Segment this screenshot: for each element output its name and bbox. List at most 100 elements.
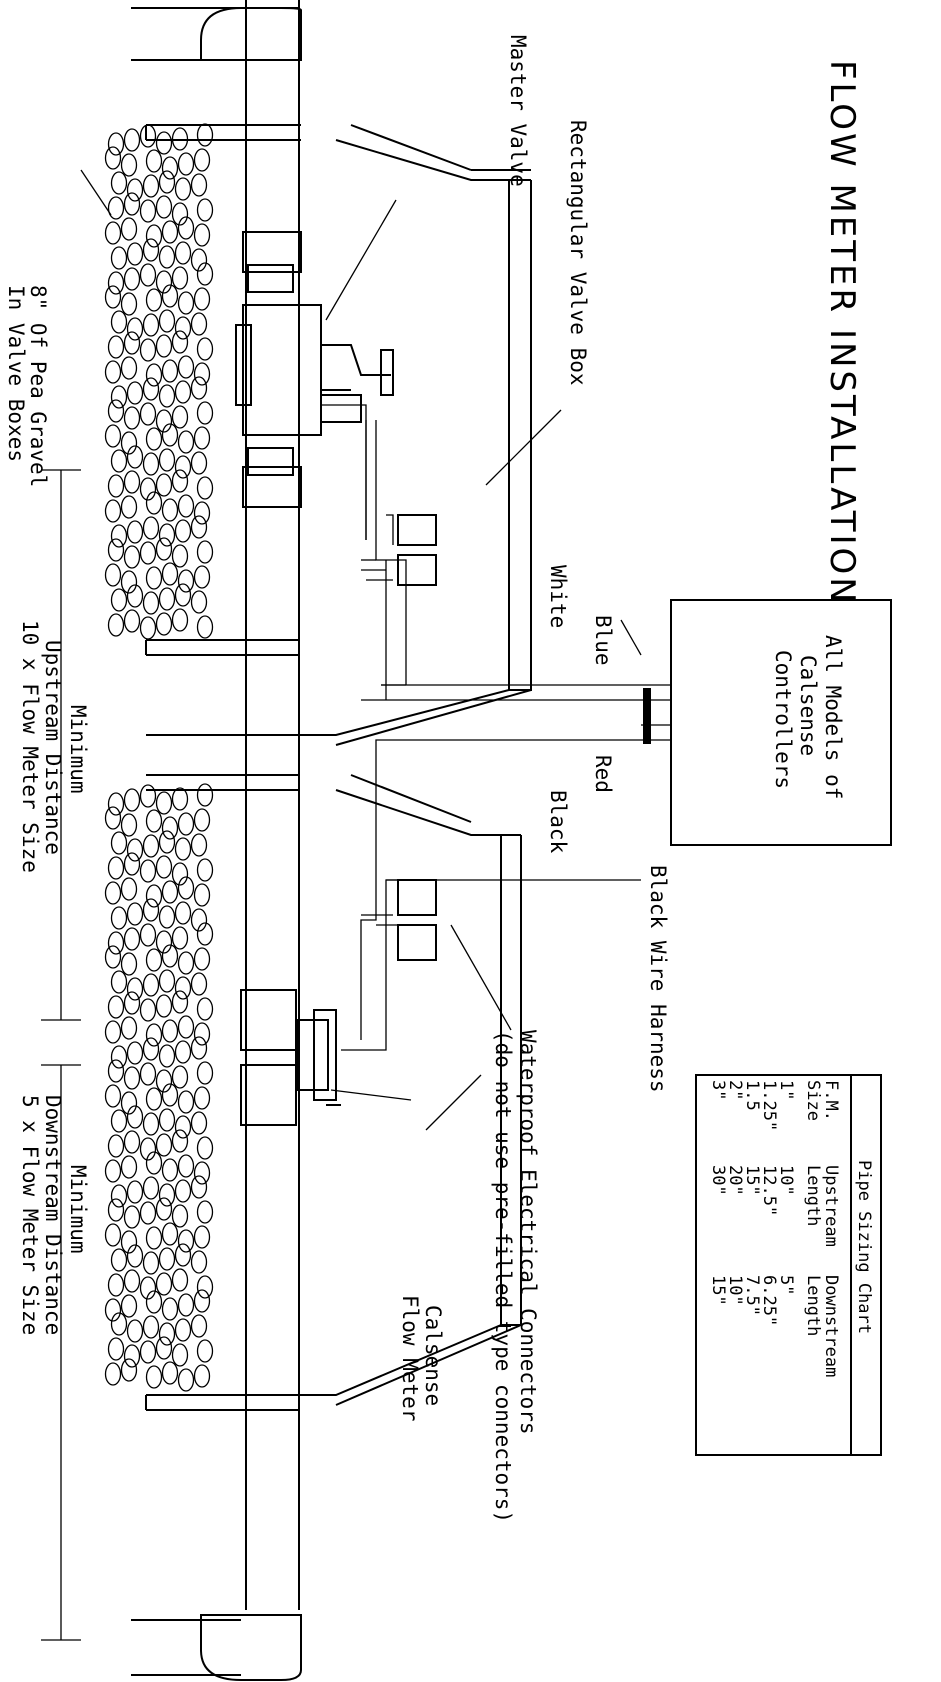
gravel-stone: [142, 834, 160, 858]
gravel-stone: [104, 285, 122, 309]
gravel-stone: [110, 524, 128, 548]
wires: [321, 404, 671, 1051]
pipe-chart-cell: 1.5: [742, 1080, 762, 1111]
gravel-stone: [126, 584, 144, 608]
gravel-stone: [190, 451, 208, 475]
gravel-stone: [161, 1083, 179, 1107]
gravel-stone: [171, 469, 189, 493]
gravel-stone: [123, 406, 141, 430]
gravel-stone: [193, 1225, 211, 1249]
gravel-stone: [161, 284, 179, 308]
gravel-stone: [142, 898, 160, 922]
gravel-stone: [171, 862, 189, 886]
gravel-stone: [174, 380, 192, 404]
gravel-stone: [174, 976, 192, 1000]
gravel-stone: [139, 199, 157, 223]
pipe-chart-header-up-1: Upstream: [821, 1165, 841, 1247]
gravel-stone: [155, 537, 173, 561]
pipe-chart-rows: 1"10"5"1.25"12.5"6.25"1.515"7.5"2"20"10"…: [708, 1080, 796, 1326]
gravel-stone: [190, 312, 208, 336]
gravel-stone: [193, 1161, 211, 1185]
gravel-stone: [161, 1222, 179, 1246]
gravel-stone: [139, 859, 157, 883]
gravel-stone: [196, 401, 214, 425]
gravel-stone: [107, 196, 125, 220]
gravel-stone: [104, 945, 122, 969]
main-pipe: [131, 0, 302, 1681]
gravel-stone: [158, 969, 176, 993]
gravel-stone: [104, 881, 122, 905]
gravel-stone: [126, 977, 144, 1001]
label-upstream-line1: Upstream Distance: [41, 640, 65, 855]
gravel-stone: [107, 271, 125, 295]
controller-box: [670, 599, 892, 846]
gravel-stone: [161, 880, 179, 904]
label-connectors-line2: (do not use pre-filled type connectors): [491, 1030, 515, 1523]
gravel-stone: [161, 156, 179, 180]
gravel-stone: [177, 1229, 195, 1253]
gravel-stone: [161, 220, 179, 244]
gravel-stone: [158, 1108, 176, 1132]
gravel-stone: [196, 476, 214, 500]
gravel-stone: [174, 583, 192, 607]
label-upstream-minimum: Minimum: [66, 705, 90, 794]
gravel-stone: [190, 590, 208, 614]
gravel-stone: [158, 587, 176, 611]
gravel-stone: [174, 1243, 192, 1267]
gravel-stone: [142, 1251, 160, 1275]
gravel-stone: [107, 335, 125, 359]
gravel-stone: [120, 217, 138, 241]
gravel-stone: [174, 837, 192, 861]
gravel-stone: [126, 1319, 144, 1343]
gravel-stone: [110, 906, 128, 930]
gravel-stone: [171, 1129, 189, 1153]
gravel-stone: [145, 948, 163, 972]
pipe-chart-header-up-2: Length: [803, 1165, 823, 1226]
gravel-stone: [174, 1040, 192, 1064]
gravel-stone: [193, 223, 211, 247]
gravel-stone: [190, 1314, 208, 1338]
gravel-stone: [110, 588, 128, 612]
gravel-stone: [174, 1179, 192, 1203]
label-controller-line2: Calsense: [796, 655, 820, 756]
gravel-stone: [107, 1198, 125, 1222]
gravel-stone: [158, 384, 176, 408]
gravel-stone: [171, 608, 189, 632]
gravel-stone: [139, 1137, 157, 1161]
gravel-stone: [104, 1020, 122, 1044]
gravel-stone: [142, 174, 160, 198]
gravel-stone: [142, 591, 160, 615]
gravel-stone: [107, 792, 125, 816]
gravel-stone: [110, 385, 128, 409]
gravel-stone: [177, 494, 195, 518]
label-controller-line1: All Models of: [821, 635, 845, 799]
gravel-stone: [155, 1336, 173, 1360]
gravel-stone: [110, 246, 128, 270]
gravel-stone: [177, 291, 195, 315]
gravel-stone: [161, 562, 179, 586]
gravel-stone: [171, 544, 189, 568]
label-upstream-line2: 10 x Flow Meter Size: [18, 620, 42, 873]
gravel-stone: [120, 1091, 138, 1115]
gravel-stone: [104, 1084, 122, 1108]
gravel-stone: [190, 908, 208, 932]
gravel-stone: [174, 519, 192, 543]
gravel-stone: [196, 262, 214, 286]
label-wire-white: White: [546, 565, 570, 628]
gravel-stone: [145, 1023, 163, 1047]
gravel-stone: [196, 997, 214, 1021]
pipe-chart-cell: 20": [725, 1165, 745, 1196]
label-gravel-line2: In Valve Boxes: [4, 285, 28, 462]
gravel-stone: [171, 926, 189, 950]
gravel-stone: [120, 813, 138, 837]
gravel-stone: [145, 363, 163, 387]
gravel-stone: [196, 1339, 214, 1363]
gravel-stone: [123, 1205, 141, 1229]
gravel-stone: [190, 515, 208, 539]
gravel-stone: [171, 1343, 189, 1367]
gravel-stone: [120, 570, 138, 594]
gravel-stone: [145, 1151, 163, 1175]
gravel-stone: [155, 270, 173, 294]
gravel-stone: [139, 1201, 157, 1225]
gravel-stone: [120, 356, 138, 380]
